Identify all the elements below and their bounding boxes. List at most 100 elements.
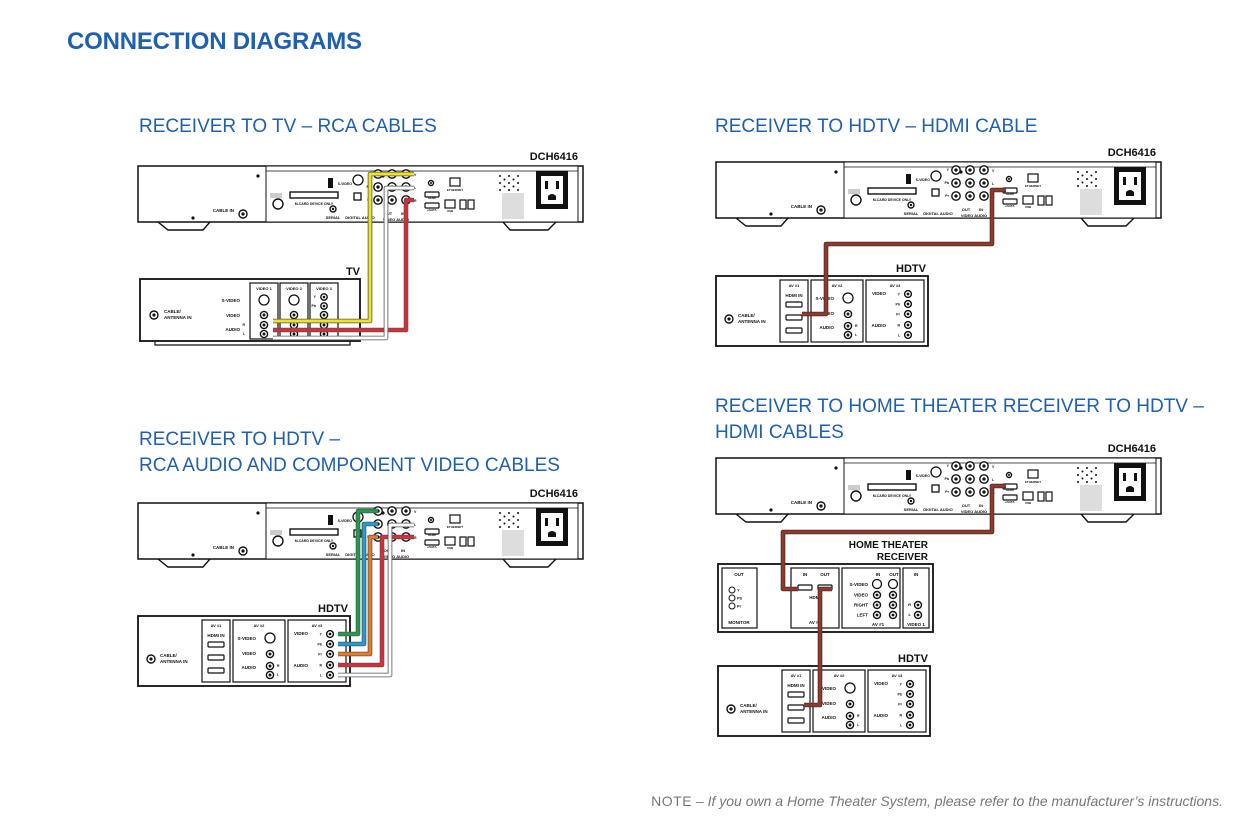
vent-hole [1095, 171, 1097, 173]
power-button [850, 194, 862, 206]
in-label: IN [401, 211, 405, 216]
av3-group [867, 669, 927, 733]
out-label: OUT [962, 207, 971, 212]
fan-vent [1077, 467, 1097, 483]
r-label: R [855, 324, 858, 328]
l-label: L [855, 333, 858, 337]
jack-center [328, 652, 332, 656]
serial-label: SERIAL [326, 215, 341, 220]
jack-center [241, 212, 245, 216]
video-audio-label: VIDEO AUDIO [961, 213, 987, 218]
ethernet-label: ETHERNET [1025, 184, 1041, 188]
svideo-label: S-VIDEO [221, 298, 240, 303]
vent-hole [1081, 477, 1084, 480]
hdmi-label: HDMI [1006, 192, 1014, 196]
power-pin [545, 181, 548, 189]
component-label: Y [898, 293, 901, 297]
serial-port [353, 192, 362, 201]
model-label: DCH6416 [530, 151, 578, 163]
jack-center [376, 198, 380, 202]
svideo-port [264, 632, 276, 644]
hdtv-label: HDTV [898, 653, 929, 665]
vent-hole [517, 189, 519, 191]
component-label: Y [737, 588, 740, 593]
cable-in-label: CABLE IN [791, 500, 812, 505]
hdmi-in-port [785, 327, 803, 334]
av2-label: AV #2 [834, 673, 846, 678]
jack-center [328, 642, 332, 646]
hdmi-out-port [424, 528, 440, 535]
audio-label: AUDIO [242, 665, 257, 670]
fan-vent [499, 512, 519, 528]
av2-group [232, 619, 286, 683]
svideo-label: S-VIDEO [338, 182, 353, 186]
usb-port [467, 199, 475, 210]
jack-center [376, 185, 380, 189]
jack-center [727, 317, 731, 321]
jack-center [846, 312, 850, 316]
component-label: Pr [896, 313, 900, 317]
power-ground [1126, 190, 1134, 196]
in-label: IN [979, 503, 983, 508]
av3-label: AV #3 [890, 283, 902, 288]
screw [191, 216, 195, 220]
serial-port [931, 484, 940, 493]
av1-label: AV #1 [789, 283, 801, 288]
monitor-label: MONITOR [728, 620, 750, 625]
jack-center [968, 194, 972, 198]
usb-port [1045, 195, 1053, 206]
vent-hole [499, 182, 501, 184]
component-label: Pb [737, 596, 743, 601]
section-title-line: RECEIVER TO HOME THEATER RECEIVER TO HDT… [715, 396, 1204, 417]
svideo-port [887, 578, 899, 590]
svideo-port [258, 294, 270, 306]
ethernet-port [449, 177, 461, 187]
component-label: L [900, 724, 903, 728]
audio-r-cable [338, 535, 414, 667]
ethernet-port [449, 514, 461, 524]
component-label: L [898, 334, 901, 338]
av2-label: AV #2 [254, 623, 266, 628]
jack-center [906, 302, 910, 306]
tv-label: TV [346, 266, 361, 278]
component-label: Pr [737, 604, 742, 609]
jack-center [1008, 474, 1010, 476]
m-card-label: M-CARD DEVICE ONLY [295, 202, 334, 206]
hdmi-in-port [207, 667, 225, 674]
antenna-label: CABLE/ [738, 313, 755, 318]
component-label: Pb [898, 693, 902, 697]
hdmi-in-port [207, 641, 225, 648]
video-label: VIDEO [226, 313, 241, 318]
hdmi-in-port [797, 584, 813, 591]
hdmi-in-port [787, 717, 805, 724]
video-label: VIDEO [242, 651, 257, 656]
m-card-tab [848, 189, 860, 194]
cable-in-label: CABLE IN [213, 545, 234, 550]
monitor-jack [728, 586, 736, 594]
foot [157, 221, 211, 231]
ethernet-port [1027, 173, 1039, 183]
cable-in-label: CABLE IN [213, 208, 234, 213]
video-label: VIDEO [874, 681, 889, 686]
jack-center [954, 464, 958, 468]
ethernet-label: ETHERNET [447, 188, 463, 192]
component-label: Pb [318, 643, 322, 647]
av3-label: AV #3 [312, 623, 324, 628]
jack-center [848, 714, 852, 718]
m-card-slot [867, 483, 917, 491]
jack-center [906, 333, 910, 337]
m-card-label: M-CARD DEVICE ONLY [295, 539, 334, 543]
screw [769, 508, 773, 512]
jack-center [891, 603, 895, 607]
foot [502, 221, 557, 231]
usb-label: USB [447, 209, 454, 213]
vent-hole [508, 182, 510, 184]
section-title-line: RCA AUDIO AND COMPONENT VIDEO CABLES [139, 455, 560, 476]
av2-group [810, 279, 864, 343]
hdtv-label: HDTV [318, 603, 349, 615]
jack-center [982, 464, 986, 468]
